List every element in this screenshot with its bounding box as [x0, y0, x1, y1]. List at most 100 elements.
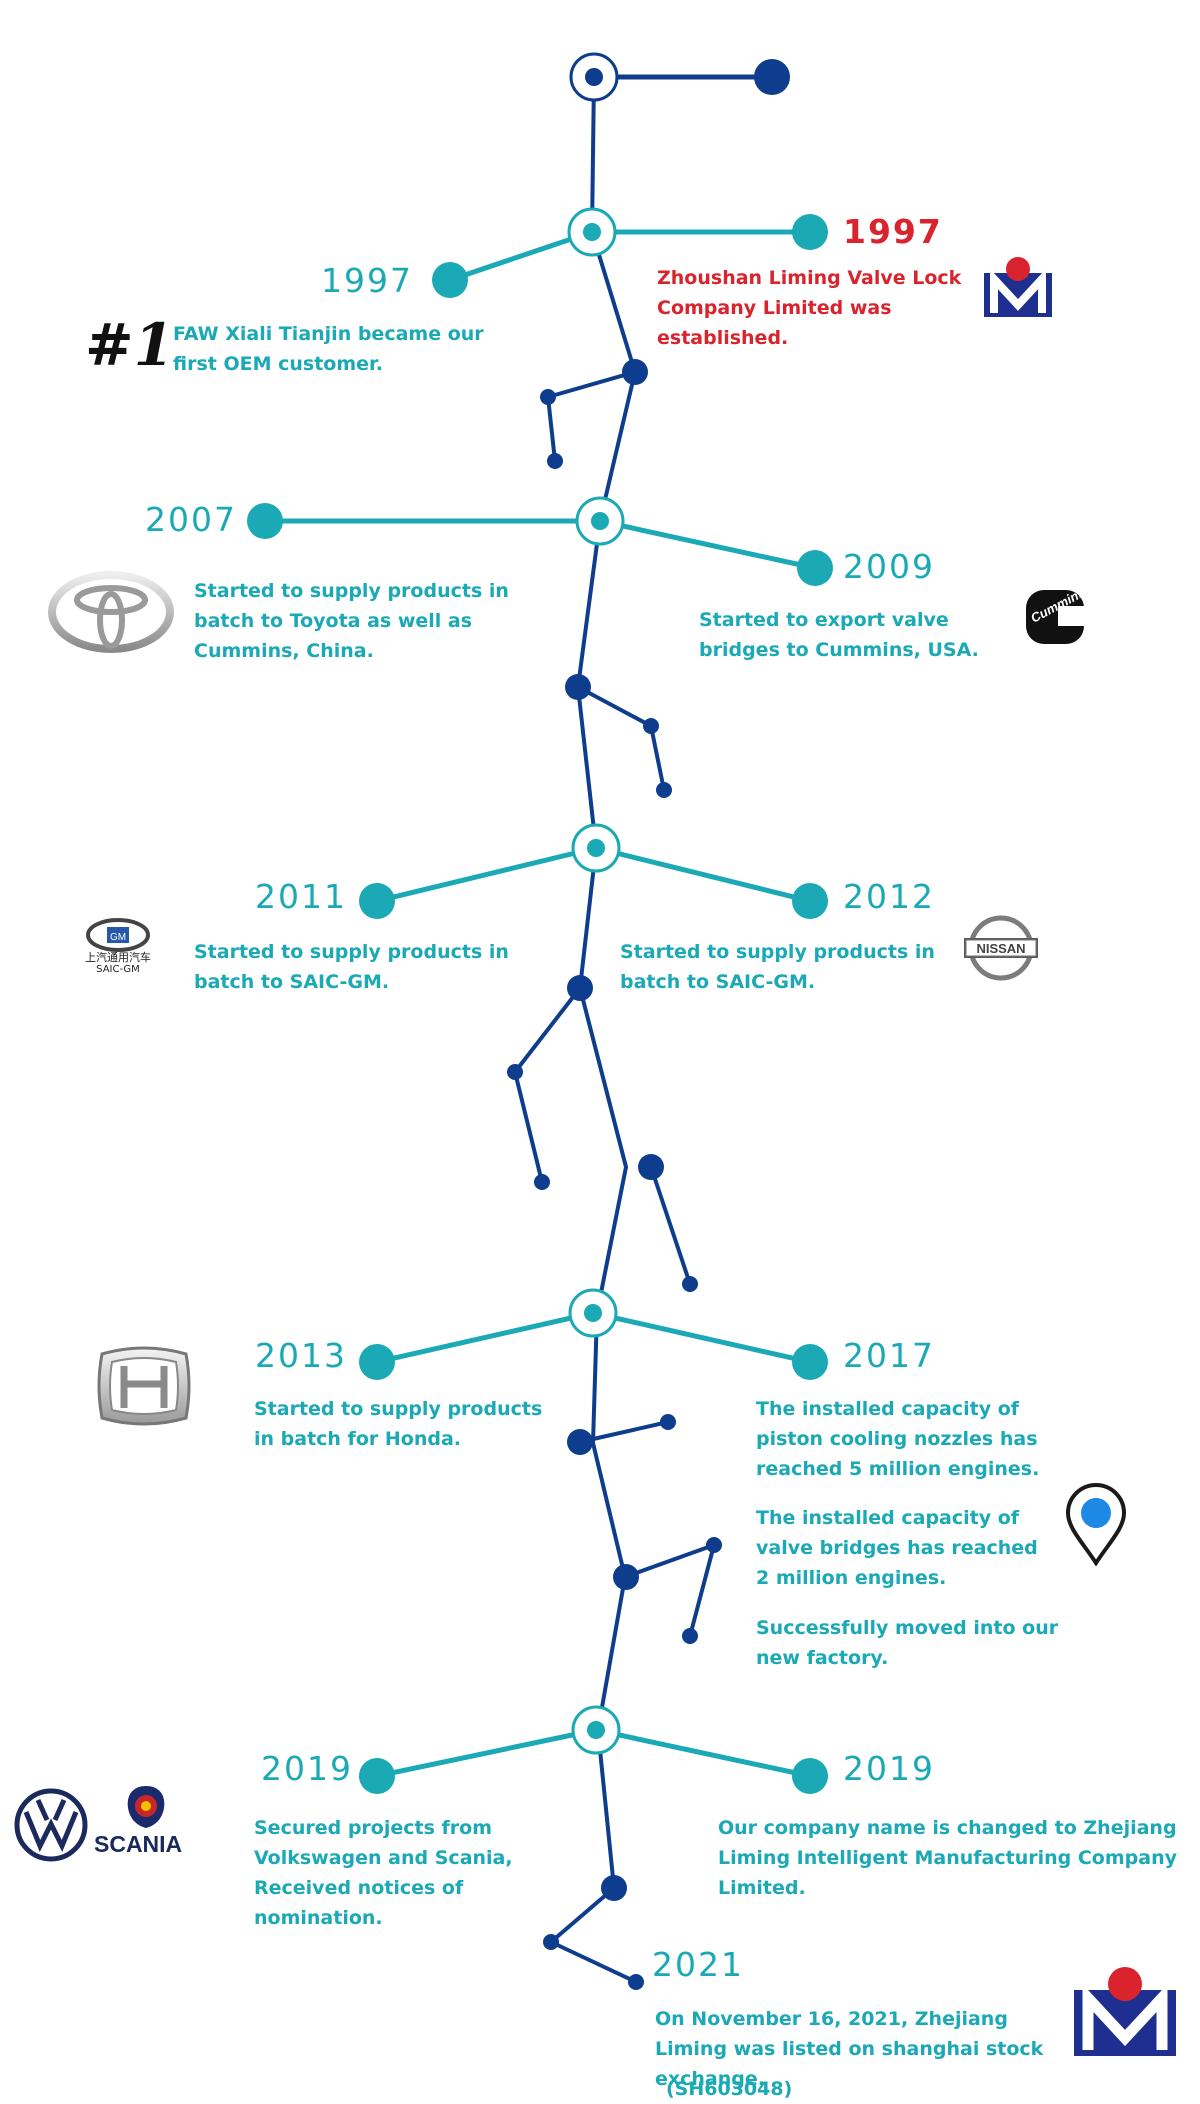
branch-line [513, 1070, 544, 1184]
junction-dot [567, 975, 593, 1001]
event-connector [593, 1727, 813, 1779]
liming-logo-icon [984, 257, 1052, 317]
junction-dot [622, 359, 648, 385]
year-2021: 2021 [652, 1945, 744, 1984]
junction-dot [613, 1564, 639, 1590]
branch-line [649, 1165, 692, 1286]
location-pin-icon [1065, 1483, 1127, 1567]
toyota-logo-icon [48, 571, 174, 653]
branch-line [688, 1543, 716, 1638]
timeline-spine-segment [578, 986, 628, 1169]
year-dot [247, 503, 283, 539]
branch-end-dot [534, 1174, 550, 1190]
event-connector [593, 845, 813, 904]
year-2019-left: 2019 [261, 1749, 353, 1788]
timeline-hub [571, 1705, 621, 1755]
event-2007-text: Started to supply products in batch to T… [194, 580, 509, 662]
branch-end-dot [682, 1276, 698, 1292]
event-2021-text: On November 16, 2021, Zhejiang Liming wa… [655, 2008, 1044, 2090]
timeline-spine-segment [549, 1886, 616, 1944]
event-connector [597, 518, 818, 571]
branch-line [546, 370, 637, 399]
year-2017: 2017 [843, 1336, 935, 1375]
timeline-spine-segment [596, 1575, 627, 1732]
year-dot [432, 262, 468, 298]
honda-logo-icon [97, 1346, 191, 1426]
branch-line [513, 986, 582, 1074]
liming-logo-icon [1074, 1967, 1176, 2056]
branch-line [578, 1420, 670, 1444]
event-2019-vw-scania-text: Secured projects from Volkswagen and Sca… [254, 1817, 513, 1929]
year-dot [359, 1758, 395, 1794]
timeline-spine-segment [595, 1165, 628, 1315]
year-2007: 2007 [145, 500, 237, 539]
event-2021-stock-code: (SH603048) [666, 2078, 793, 2100]
year-1997-right: 1997 [843, 212, 943, 251]
timeline-hub [568, 1288, 618, 1338]
year-2009: 2009 [843, 547, 935, 586]
cummins-logo-icon: Cummins [1026, 586, 1087, 644]
branch-end-dot [656, 782, 672, 798]
year-dot [359, 883, 395, 919]
year-2011: 2011 [255, 877, 347, 916]
top-end-dot [754, 59, 790, 95]
year-dot [792, 1758, 828, 1794]
branch-end-dot [540, 389, 556, 405]
branch-end-dot [682, 1628, 698, 1644]
year-2012: 2012 [843, 877, 935, 916]
timeline-hub [571, 823, 621, 873]
timeline-spine-segment [590, 75, 596, 234]
svg-text:GM: GM [110, 932, 126, 943]
branch-end-dot [507, 1064, 523, 1080]
event-2013-text: Started to supply products in batch for … [254, 1398, 543, 1450]
junction-dot [601, 1875, 627, 1901]
event-connector [374, 1310, 596, 1365]
event-2009-text: Started to export valve bridges to Cummi… [699, 609, 979, 661]
year-2013: 2013 [255, 1336, 347, 1375]
year-dot [359, 1344, 395, 1380]
event-2017-item-2: The installed capacity of valve bridges … [756, 1507, 1038, 1589]
year-dot [792, 883, 828, 919]
event-2019-rename-text: Our company name is changed to Zhejiang … [718, 1817, 1177, 1899]
event-2017-item-1: The installed capacity of piston cooling… [756, 1398, 1040, 1480]
event-connector [590, 1310, 813, 1365]
branch-end-dot [547, 453, 563, 469]
branch-line [546, 395, 557, 463]
number-one-icon: #1 [85, 311, 174, 379]
timeline-start-hub [569, 52, 619, 102]
saic-gm-logo-icon: GM 上汽通用汽车 SAIC-GM [68, 918, 168, 978]
branch-end-dot [643, 718, 659, 734]
branch-line [649, 724, 666, 792]
svg-text:NISSAN: NISSAN [976, 941, 1025, 956]
year-dot [792, 214, 828, 250]
event-2011-text: Started to supply products in batch to S… [194, 941, 509, 993]
junction-dot [567, 1429, 593, 1455]
year-2019-right: 2019 [843, 1749, 935, 1788]
timeline-spine-segment [576, 519, 602, 689]
branch-line [576, 685, 653, 728]
event-2012-text: Started to supply products in batch to S… [620, 941, 935, 993]
timeline-spine-segment [598, 370, 637, 523]
branch-end-dot [706, 1537, 722, 1553]
timeline-spine-segment [576, 685, 598, 850]
branch-end-dot [660, 1414, 676, 1430]
branch-end-dot [628, 1974, 644, 1990]
timeline-spine-segment [549, 1940, 638, 1984]
branch-line [623, 1543, 716, 1579]
event-1997-founded-text: Zhoushan Liming Valve Lock Company Limit… [657, 267, 962, 349]
timeline-hub [575, 496, 625, 546]
year-dot [792, 1344, 828, 1380]
year-dot [797, 550, 833, 586]
timeline-spine-segment [591, 1441, 627, 1579]
event-connector [447, 229, 595, 283]
timeline-spine-segment [596, 1728, 616, 1890]
timeline-hub [567, 207, 617, 257]
event-connector [374, 1727, 599, 1779]
event-1997-faw-text: FAW Xiali Tianjin became our first OEM c… [173, 323, 484, 375]
branch-end-dot [543, 1934, 559, 1950]
junction-dot [565, 674, 591, 700]
event-2017-item-3: Successfully moved into our new factory. [756, 1617, 1059, 1669]
volkswagen-scania-logo-icon: SCANIA [14, 1784, 208, 1864]
